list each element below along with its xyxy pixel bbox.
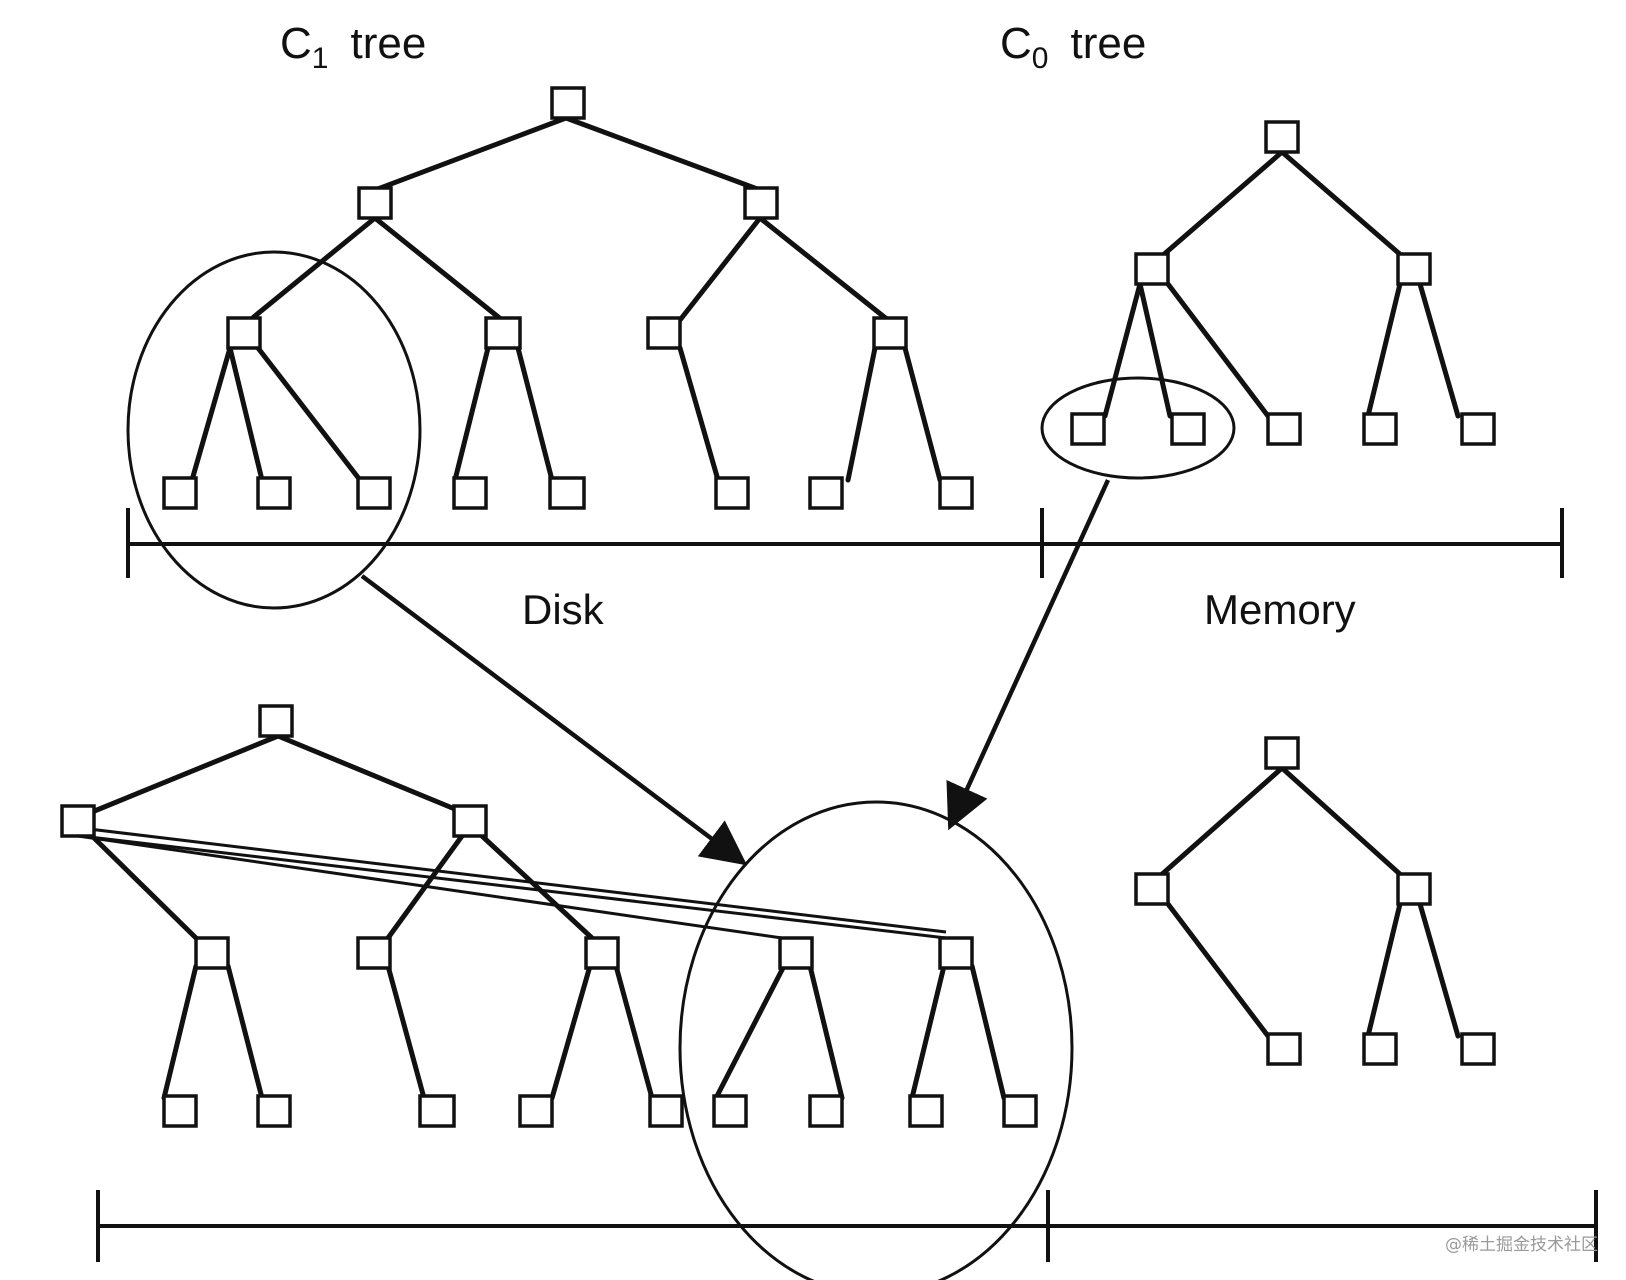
memory-label: Memory xyxy=(1204,586,1356,633)
c1-sub: 1 xyxy=(312,42,329,75)
watermark-text: @稀土掘金技术社区 xyxy=(1445,1235,1598,1255)
c1-node xyxy=(357,186,393,220)
merged-node xyxy=(938,936,974,970)
merged-node xyxy=(194,936,230,970)
c1-node xyxy=(646,316,682,350)
merged-leaf-node xyxy=(256,1094,292,1128)
c0-node xyxy=(1396,252,1432,286)
c0-leaf-node xyxy=(1070,412,1106,446)
arrow-c1-to-merge xyxy=(360,574,748,866)
c1-leaf-node xyxy=(452,476,488,510)
c0-sub: 0 xyxy=(1032,42,1049,75)
c0-tree-title: C0 tree xyxy=(1000,19,1146,75)
merged-leaf-node xyxy=(908,1094,944,1128)
c1-leaf-node xyxy=(356,476,392,510)
c1-node xyxy=(484,316,522,350)
merged-node xyxy=(452,804,488,838)
c0-node xyxy=(1134,872,1170,906)
c1-node xyxy=(226,316,262,350)
bottom-axis xyxy=(96,1190,1598,1262)
c0-main: C xyxy=(1000,19,1032,68)
c0-leaf-node xyxy=(1362,412,1398,446)
c1-subtree-circle xyxy=(126,250,422,610)
c0-root-node xyxy=(1264,120,1300,154)
c1-node xyxy=(872,316,908,350)
merged-node xyxy=(778,936,814,970)
merged-node xyxy=(356,936,392,970)
c0-leaf-node xyxy=(1266,1032,1302,1066)
c1-root-node xyxy=(550,86,586,120)
top-c0-tree xyxy=(1070,120,1496,446)
c0-node xyxy=(1134,252,1170,286)
merged-root-node xyxy=(258,704,294,738)
bottom-c1-tree xyxy=(60,704,1038,1128)
c0-leaf-node xyxy=(1266,412,1302,446)
c1-tree-title: C1 tree xyxy=(280,19,426,75)
merged-leaf-node xyxy=(162,1094,198,1128)
merged-subtree-circle xyxy=(678,800,1074,1280)
merged-leaf-node xyxy=(418,1094,456,1128)
c1-leaf-node xyxy=(714,476,750,510)
c0-node xyxy=(1396,872,1432,906)
arrow-c0-to-merge xyxy=(946,479,1111,831)
top-axis xyxy=(126,508,1564,578)
c0-leaf-node xyxy=(1170,412,1206,446)
c1-leaf-node xyxy=(548,476,586,510)
c1-node xyxy=(743,186,779,220)
c1-main: C xyxy=(280,19,312,68)
c1-leaf-node xyxy=(256,476,292,510)
disk-label: Disk xyxy=(522,586,605,633)
c1-leaf-node xyxy=(162,476,198,510)
bottom-c0-tree xyxy=(1134,736,1496,1066)
merged-leaf-node xyxy=(808,1094,844,1128)
merged-leaf-node xyxy=(518,1094,554,1128)
merged-node xyxy=(60,804,96,838)
c0-root-node xyxy=(1264,736,1300,770)
c1-leaf-node xyxy=(808,476,844,510)
c1-leaf-node xyxy=(938,476,974,510)
c0-leaf-node xyxy=(1362,1032,1398,1066)
c1-word: tree xyxy=(350,19,426,68)
merged-leaf-node xyxy=(1002,1094,1038,1128)
c0-leaves-circle xyxy=(1040,376,1236,480)
top-c1-tree xyxy=(162,86,974,510)
merged-leaf-node xyxy=(648,1094,684,1128)
c0-leaf-node xyxy=(1460,412,1496,446)
merged-leaf-node xyxy=(712,1094,748,1128)
c0-leaf-node xyxy=(1460,1032,1496,1066)
c0-word: tree xyxy=(1070,19,1146,68)
merged-node xyxy=(584,936,620,970)
